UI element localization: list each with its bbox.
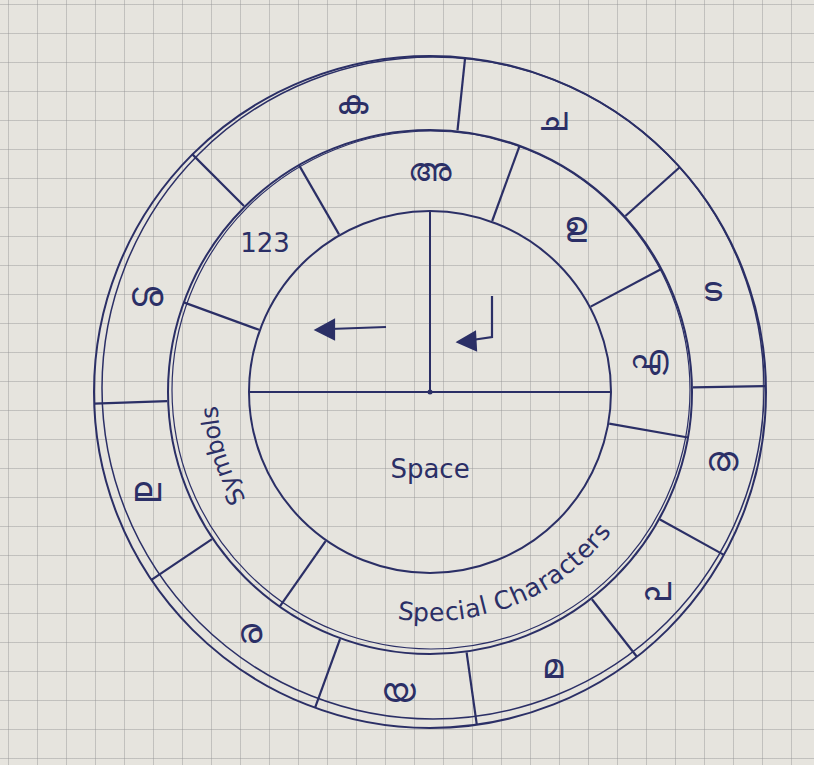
key-segment: ല [132,469,161,510]
ring-divider [609,424,688,438]
key-label: ത [706,439,738,480]
key-label: യ [381,670,416,711]
outer-ring-sketch [102,57,764,719]
arrow-head [316,320,334,339]
key-label: ക [336,82,368,123]
key-segment: 123 [240,228,290,259]
center-dot [428,390,433,395]
ring-divider [693,386,766,387]
key-segment: ത [706,439,738,480]
ring-divider [184,302,259,329]
key-label: ര [238,611,262,652]
key-label: ട [702,269,722,310]
inner-circle [249,211,611,573]
ring-divider [592,599,637,657]
key-segment: അ [408,151,452,189]
ring-divider [467,652,477,724]
key-segment: ശ [129,274,163,315]
key-segment: ര [238,611,262,652]
key-label: പ [642,568,671,609]
key-label: അ [408,151,452,189]
label-letter: e [429,598,445,628]
key-segment: Space [390,454,469,485]
ring-divider [660,520,724,555]
ring-divider [591,269,662,307]
ring-divider [315,639,340,708]
key-label: ല [132,469,161,510]
arrow-head [458,332,476,350]
key-segment: ട [702,269,722,310]
key-label: Special Characters [389,516,618,630]
key-segment: പ [642,568,671,609]
key-label: Symbols [194,397,251,513]
key-segment: Symbols [194,397,251,513]
ring-divider [299,165,339,234]
label-letter: S [396,596,415,628]
key-segment: മ [542,646,563,687]
key-segment: ച [538,98,567,139]
key-label: ഉ [564,205,587,243]
key-segment: ഉ [564,205,587,243]
key-segment: Special Characters [389,516,618,630]
ring-divider [625,167,679,216]
arrow-shaft [330,327,386,329]
middle-ring [168,130,692,654]
backspace-arrow [316,320,386,339]
center-divider [429,211,431,392]
key-label: എ [630,338,669,376]
enter-arrow [458,296,492,350]
label-letter: p [413,598,430,629]
ring-divider [458,58,466,131]
middle-ring-sketch [172,131,690,649]
key-label: മ [542,646,563,687]
key-label: ശ [129,274,163,315]
ring-divider [151,539,212,580]
outer-ring [94,56,766,728]
key-label: Space [390,454,469,485]
ring-divider [280,541,326,607]
ring-divider [192,154,244,206]
key-label: 123 [240,228,290,259]
key-segment: യ [381,670,416,711]
ring-divider [492,146,519,221]
key-label: ച [538,98,567,139]
ring-divider [94,401,167,404]
key-segment: ക [336,82,368,123]
key-segment: എ [630,338,669,376]
